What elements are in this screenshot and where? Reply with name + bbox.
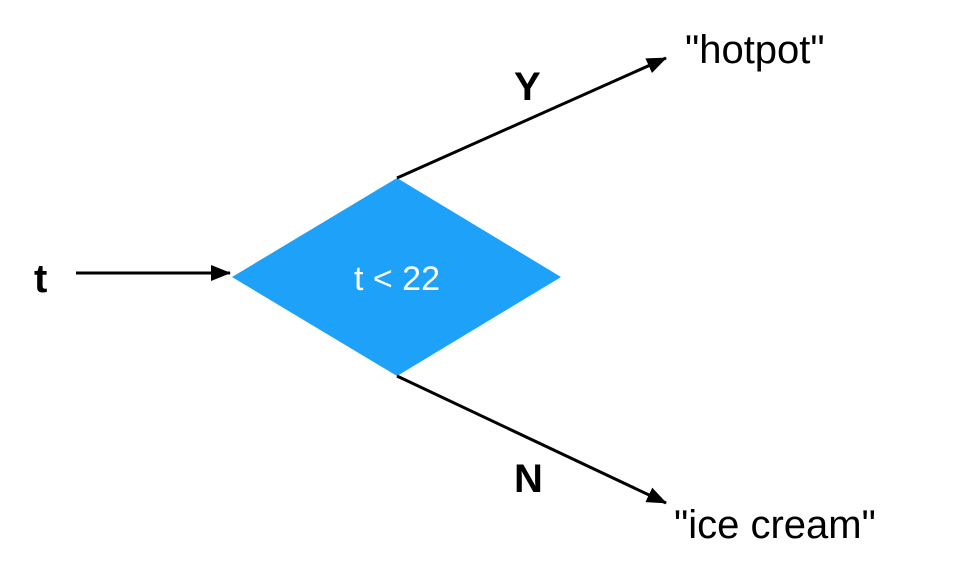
yes-branch-arrow <box>396 56 667 180</box>
yes-label: Y <box>514 65 541 109</box>
yes-output: "hotpot" <box>685 28 825 72</box>
no-branch-arrow <box>396 374 667 505</box>
decision-diamond <box>232 178 561 376</box>
decision-condition: t < 22 <box>354 260 440 298</box>
no-output: "ice cream" <box>674 503 876 547</box>
no-label: N <box>514 457 543 501</box>
input-label: t <box>34 257 47 301</box>
